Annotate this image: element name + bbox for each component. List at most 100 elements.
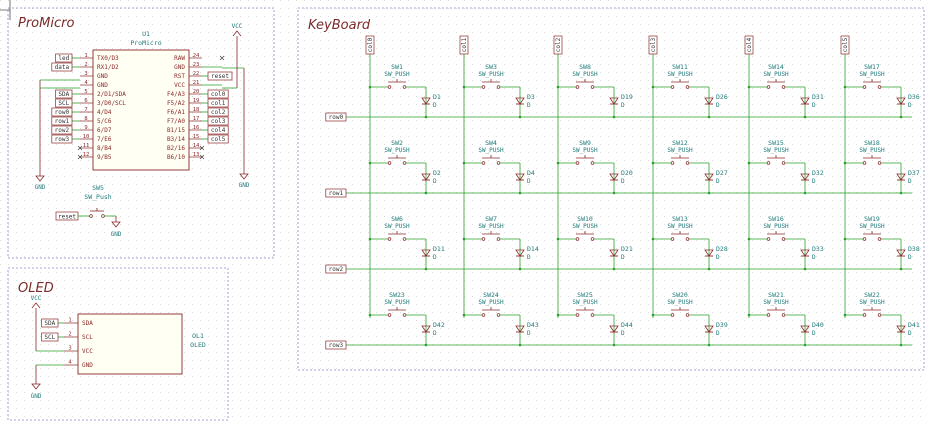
junction-dot [518, 343, 522, 347]
net-label-col5-text: col5 [211, 136, 226, 143]
diode-icon [421, 249, 431, 257]
oled-gnd-label: GND [31, 393, 42, 400]
switch-value: SW_PUSH [859, 71, 885, 78]
diode-ref: D37 [908, 169, 920, 177]
diode-ref: D20 [621, 169, 633, 177]
diode-ref: D39 [716, 321, 728, 329]
switch-ref: SW15 [768, 139, 784, 147]
promicro-pin-name: RX1/D2 [97, 64, 119, 71]
net-label-col0[interactable] [207, 89, 229, 99]
promicro-pin-number: 14 [193, 143, 200, 149]
diode-ref: D33 [812, 245, 824, 253]
switch-value: SW_PUSH [384, 147, 410, 154]
net-label-col4[interactable] [207, 125, 229, 135]
net-label-reset[interactable] [207, 71, 233, 81]
net-label-SDA[interactable] [55, 89, 73, 99]
oled-net-label-SCL[interactable] [41, 332, 59, 342]
oled-sheet-title: OLED [18, 281, 54, 296]
diode-icon [515, 249, 525, 257]
net-label-SDA-text: SDA [58, 91, 69, 98]
net-label-led[interactable] [55, 53, 73, 63]
oled-net-label-SDA-text: SDA [44, 320, 55, 327]
diode-value: D [527, 330, 531, 337]
diode-icon [421, 173, 431, 181]
promicro-pin-name: B3/14 [167, 136, 185, 143]
oled-net-label-SDA[interactable] [41, 318, 59, 328]
row-net-label[interactable] [325, 188, 347, 198]
junction-dot [747, 237, 751, 241]
column-net-label[interactable] [648, 35, 658, 55]
no-connect-icon [199, 154, 205, 160]
net-label-row3[interactable] [51, 134, 73, 144]
diode-value: D [812, 178, 816, 185]
net-label-row2[interactable] [51, 125, 73, 135]
column-net-label[interactable] [744, 35, 754, 55]
switch-ref: SW2 [391, 139, 403, 147]
diode-value: D [908, 330, 912, 337]
net-label-row1[interactable] [51, 116, 73, 126]
junction-dot [424, 343, 428, 347]
promicro-pin-name: RST [174, 73, 185, 80]
switch-value: SW_PUSH [478, 299, 504, 306]
column-net-label[interactable] [365, 35, 375, 55]
net-label-col1[interactable] [207, 98, 229, 108]
junction-dot [612, 115, 616, 119]
promicro-pin-number: 5 [84, 89, 87, 95]
net-label-col5[interactable] [207, 134, 229, 144]
diode-ref: D28 [716, 245, 728, 253]
switch-ref: SW8 [579, 63, 591, 71]
net-label-col0-text: col0 [211, 91, 226, 98]
net-label-row0[interactable] [51, 107, 73, 117]
net-label-col2[interactable] [207, 107, 229, 117]
oled-pin-number: 1 [68, 318, 71, 324]
net-label-data[interactable] [51, 62, 73, 72]
promicro-pin-name: 3/D0/SCL [97, 100, 126, 107]
junction-dot [424, 115, 428, 119]
column-net-label[interactable] [459, 35, 469, 55]
promicro-body[interactable] [92, 49, 190, 171]
column-net-label-text: col2 [555, 37, 562, 52]
switch-ref: SW6 [391, 215, 403, 223]
promicro-pin-number: 2 [84, 62, 87, 68]
net-label-SCL[interactable] [55, 98, 73, 108]
row-net-label[interactable] [325, 340, 347, 350]
column-net-label[interactable] [553, 35, 563, 55]
row-net-label[interactable] [325, 264, 347, 274]
junction-dot [843, 313, 847, 317]
column-net-label[interactable] [840, 35, 850, 55]
diode-value: D [433, 178, 437, 185]
diode-ref: D21 [621, 245, 633, 253]
row-net-label-text: row0 [329, 114, 344, 121]
oled-body[interactable] [77, 313, 183, 375]
junction-dot [899, 191, 903, 195]
switch-ref: SW24 [483, 291, 499, 299]
row-net-label[interactable] [325, 112, 347, 122]
net-label-col3[interactable] [207, 116, 229, 126]
